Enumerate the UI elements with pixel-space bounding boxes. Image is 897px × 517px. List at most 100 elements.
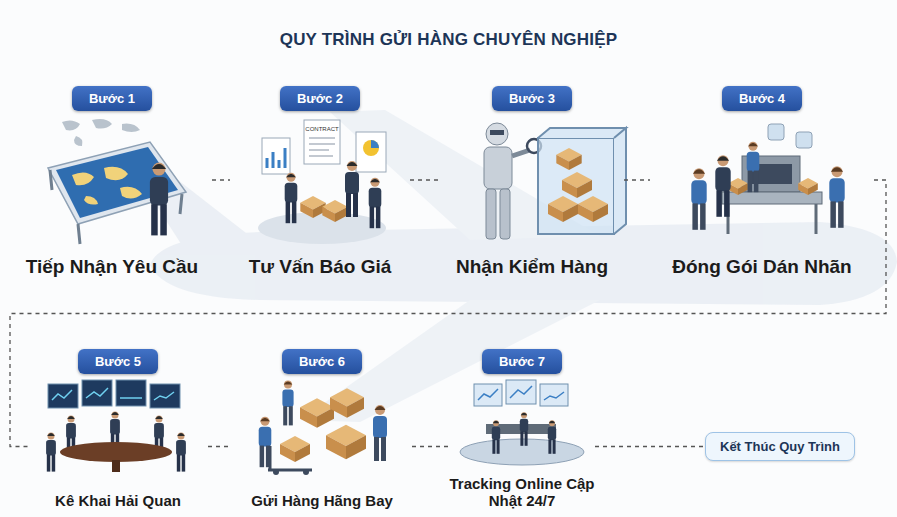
meeting-illustration xyxy=(262,138,290,174)
customs-illustration xyxy=(150,384,180,408)
packing-illustration xyxy=(768,124,784,140)
customs-illustration xyxy=(46,432,56,471)
step-badge: Bước 6 xyxy=(282,349,362,374)
airline-cargo-illustration xyxy=(259,381,387,475)
inspection-illustration xyxy=(490,130,504,135)
dashed-connector xyxy=(624,179,650,180)
meeting-illustration xyxy=(258,212,386,244)
meeting-illustration xyxy=(356,132,386,172)
tracking-illustration xyxy=(520,412,528,446)
airline-cargo-illustration xyxy=(373,405,387,461)
airline-cargo-illustration xyxy=(330,388,364,417)
customs-illustration xyxy=(112,460,120,472)
airline-cargo-illustration xyxy=(273,469,279,475)
dashed-connector xyxy=(208,446,232,447)
packing-illustration xyxy=(796,132,812,148)
meeting-illustration xyxy=(363,140,379,156)
map-table-illustration xyxy=(48,119,186,244)
step-label: Kê Khai Hải Quan xyxy=(55,492,181,509)
packing-illustration xyxy=(691,124,844,234)
meeting-illustration xyxy=(322,200,347,222)
diagram-title: QUY TRÌNH GỬI HÀNG CHUYÊN NGHIỆP xyxy=(0,30,897,50)
tracking-illustration xyxy=(548,420,556,454)
step-badge: Bước 3 xyxy=(492,86,572,111)
inspection-illustration xyxy=(484,123,626,239)
airline-cargo-illustration xyxy=(280,436,310,462)
inspection-illustration xyxy=(562,172,592,198)
meeting-illustration xyxy=(309,138,335,156)
dashed-connector xyxy=(595,446,705,447)
map-table-illustration xyxy=(72,167,142,205)
airline-cargo-illustration xyxy=(300,398,334,427)
step-column: Bước 3 Nhận Kiểm Hàng xyxy=(440,86,624,278)
tracking-illustration xyxy=(492,420,500,454)
packing-illustration xyxy=(728,204,816,234)
step-column: Bước 5 Kê Khai Hải Quan xyxy=(28,349,208,509)
step-label: Tiếp Nhận Yêu Cầu xyxy=(26,256,198,278)
step-label: Tư Vấn Báo Giá xyxy=(249,256,392,278)
meeting-illustration xyxy=(369,178,382,228)
meeting-illustration xyxy=(267,148,285,168)
tracking-illustration xyxy=(474,384,502,406)
inspection-illustration xyxy=(578,196,608,222)
tracking-illustration xyxy=(460,380,584,465)
packing-illustration xyxy=(728,178,748,195)
inspection-illustration xyxy=(486,123,508,145)
step-badge: Bước 4 xyxy=(722,86,802,111)
customs-illustration xyxy=(48,384,78,408)
step-badge: Bước 5 xyxy=(78,349,158,374)
meeting-illustration xyxy=(285,173,298,223)
airline-cargo-illustration xyxy=(268,446,312,470)
inspection-illustration xyxy=(556,148,581,170)
packing-illustration xyxy=(798,178,818,195)
step-column: Bước 1 Tiếp Nhận Yêu Cầu xyxy=(12,86,212,278)
airline-cargo-illustration xyxy=(326,425,366,460)
inspection-illustration xyxy=(484,147,512,189)
customs-illustration xyxy=(176,432,186,471)
customs-illustration xyxy=(116,380,146,406)
packing-illustration xyxy=(715,155,730,217)
end-box: Kết Thúc Quy Trình xyxy=(705,432,855,461)
inspection-illustration xyxy=(538,138,614,234)
step-column: Bước 4 Đóng Gói Dán Nhãn xyxy=(650,86,874,278)
map-table-illustration xyxy=(62,119,140,146)
inspection-illustration xyxy=(548,196,578,222)
meeting-illustration xyxy=(345,161,359,217)
packing-illustration xyxy=(747,142,760,192)
tracking-illustration xyxy=(478,386,564,400)
step-label: Nhận Kiểm Hàng xyxy=(456,256,608,278)
packing-illustration xyxy=(691,168,706,230)
airline-cargo-illustration xyxy=(303,469,309,475)
step-column: Bước 7Tracking Online Cập Nhật 24/7 xyxy=(449,349,595,509)
airline-cargo-illustration xyxy=(259,417,272,467)
dashed-connector xyxy=(212,179,230,180)
document-label: CONTRACT xyxy=(305,126,339,132)
inspection-illustration xyxy=(486,189,496,239)
customs-illustration xyxy=(60,442,172,462)
customs-illustration xyxy=(52,388,174,400)
tracking-illustration xyxy=(540,384,568,406)
step-badge: Bước 1 xyxy=(72,86,152,111)
airline-cargo-illustration xyxy=(282,381,293,426)
customs-illustration xyxy=(82,380,112,406)
step-column: Bước 2 Tư Vấn Báo Giá xyxy=(230,86,410,278)
airplane-background xyxy=(140,110,897,422)
dashed-connector xyxy=(10,180,886,447)
meeting-illustration xyxy=(304,120,340,164)
dashed-connector xyxy=(412,446,449,447)
meeting-illustration xyxy=(300,196,325,218)
meeting-illustration: CONTRACT xyxy=(258,120,386,244)
step-label: Đóng Gói Dán Nhãn xyxy=(672,256,851,278)
step-label: Tracking Online Cập Nhật 24/7 xyxy=(449,475,595,510)
packing-illustration xyxy=(829,166,844,228)
inspection-illustration xyxy=(500,189,510,239)
step-badge: Bước 2 xyxy=(280,86,360,111)
step-column: Bước 6Gửi Hàng Hãng Bay xyxy=(232,349,412,509)
meeting-illustration xyxy=(371,140,379,148)
dashed-connector xyxy=(410,179,440,180)
inspection-illustration xyxy=(512,150,530,156)
inspection-illustration xyxy=(538,128,626,234)
map-table-illustration xyxy=(150,163,168,236)
